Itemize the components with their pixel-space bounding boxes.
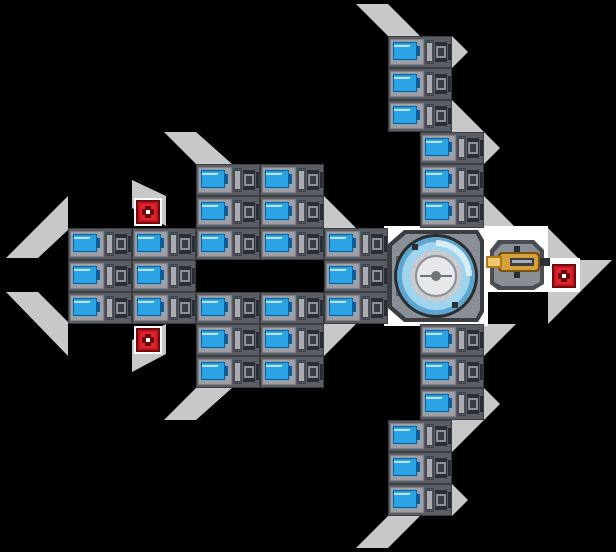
battery-cell-icon bbox=[420, 196, 484, 228]
battery-cell-icon bbox=[260, 196, 324, 228]
battery-cell-icon bbox=[196, 324, 260, 356]
battery-cell-icon bbox=[196, 196, 260, 228]
battery-cell-icon bbox=[196, 356, 260, 388]
reactor-core-icon bbox=[388, 230, 484, 322]
battery-cell-icon bbox=[388, 484, 452, 516]
battery-cell-icon bbox=[196, 164, 260, 196]
battery-cell-icon bbox=[388, 420, 452, 452]
battery-cell-icon bbox=[260, 292, 324, 324]
battery-cell-icon bbox=[420, 132, 484, 164]
battery-cell-icon bbox=[388, 36, 452, 68]
battery-cell-icon bbox=[388, 100, 452, 132]
battery-cell-icon bbox=[196, 228, 260, 260]
battery-cell-icon bbox=[324, 228, 388, 260]
battery-cell-icon bbox=[388, 68, 452, 100]
hull-fins bbox=[6, 4, 612, 548]
battery-cell-icon bbox=[68, 292, 132, 324]
battery-cell-icon bbox=[132, 292, 196, 324]
gold-turret-icon bbox=[486, 240, 550, 290]
battery-cell-icon bbox=[132, 228, 196, 260]
battery-cell-icon bbox=[420, 356, 484, 388]
battery-cell-icon bbox=[324, 292, 388, 324]
battery-cell-icon bbox=[68, 260, 132, 292]
battery-cell-icon bbox=[420, 388, 484, 420]
battery-cell-icon bbox=[420, 324, 484, 356]
battery-cell-icon bbox=[196, 292, 260, 324]
battery-cell-icon bbox=[260, 324, 324, 356]
battery-cell-icon bbox=[420, 164, 484, 196]
red-beacon-icon bbox=[134, 198, 162, 226]
battery-cell-icon bbox=[68, 228, 132, 260]
red-beacon-icon bbox=[134, 326, 162, 354]
battery-cell-icon bbox=[324, 260, 388, 292]
battery-cell-icon bbox=[388, 452, 452, 484]
battery-cell-icon bbox=[260, 164, 324, 196]
battery-cell-icon bbox=[260, 228, 324, 260]
red-beacon-icon bbox=[550, 262, 578, 290]
battery-cell-icon bbox=[260, 356, 324, 388]
battery-cell-icon bbox=[132, 260, 196, 292]
